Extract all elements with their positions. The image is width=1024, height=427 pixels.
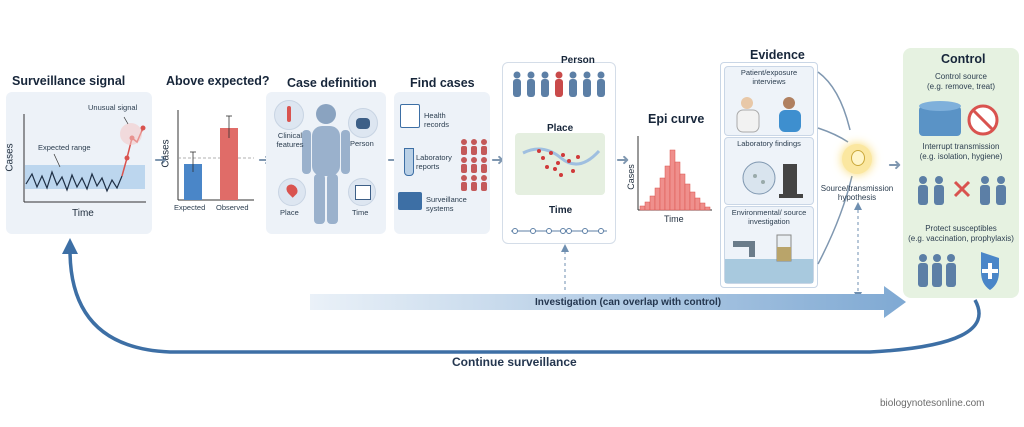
- people-row-icon: [511, 71, 607, 234]
- people-icon: [348, 108, 378, 138]
- investigation-label: Investigation (can overlap with control): [535, 297, 722, 308]
- surveillance-title: Surveillance signal: [12, 74, 126, 88]
- control-source-sub: (e.g. remove, treat): [926, 82, 996, 91]
- expected-label: Expected: [174, 203, 206, 212]
- above-expected-panel: Cases Expected Observed: [161, 92, 258, 222]
- interview-people-icon: [736, 97, 801, 133]
- lab-card: Laboratory findings: [724, 137, 814, 205]
- arrow-right-icon: ➜: [888, 157, 902, 174]
- arrow-right-icon: ➜: [616, 152, 630, 169]
- interviews-label: Patient/exposure interviews: [740, 68, 798, 86]
- people-cluster-icon: [461, 139, 487, 191]
- control-title: Control: [941, 52, 986, 66]
- lightbulb-icon: [842, 144, 872, 174]
- interrupt-sub: (e.g. isolation, hygiene): [919, 152, 1003, 161]
- person-label: Person: [350, 139, 374, 148]
- case-definition-title: Case definition: [287, 76, 377, 90]
- continue-surveillance-label: Continue surveillance: [452, 355, 577, 369]
- epi-curve-chart: [637, 136, 712, 211]
- observed-label: Observed: [216, 203, 249, 212]
- bar-chart: [177, 110, 254, 201]
- lab-reports-label: Laboratory reports: [416, 153, 452, 171]
- surveillance-xlabel: Time: [72, 208, 94, 219]
- place-title: Place: [547, 123, 574, 134]
- protect-label: Protect susceptibles: [925, 224, 997, 233]
- health-records-icon: [400, 104, 420, 128]
- control-icons: [918, 101, 1006, 290]
- time-title: Time: [549, 205, 573, 216]
- evidence-arrows: [817, 71, 853, 265]
- hypothesis-label: Source/transmission hypothesis: [820, 184, 894, 203]
- petri-dish-icon: [742, 161, 803, 198]
- arrow-right-icon: ➜: [491, 152, 505, 169]
- env-card: Environmental/ source investigation: [724, 206, 814, 284]
- watermark: biologynotesonline.com: [880, 398, 985, 409]
- above-expected-title: Above expected?: [166, 74, 270, 88]
- epi-curve-panel: Cases Time: [626, 132, 714, 228]
- clinical-label: Clinical features: [276, 131, 304, 149]
- interviews-card: Patient/exposure interviews: [724, 66, 814, 136]
- arrow-right-icon: ➜: [154, 152, 168, 169]
- expected-range-label: Expected range: [38, 143, 91, 152]
- interrupt-label: Interrupt transmission: [922, 142, 1000, 151]
- epi-xlabel: Time: [664, 214, 684, 224]
- investigation-arrow: [310, 286, 906, 318]
- expected-bar: [184, 164, 202, 200]
- calendar-icon: [348, 178, 376, 206]
- surveillance-systems-label: Surveillance systems: [426, 195, 467, 213]
- water-sample-icon: [725, 234, 813, 283]
- find-cases-title: Find cases: [410, 76, 475, 90]
- protect-sub: (e.g. vaccination, prophylaxis): [908, 234, 1014, 243]
- lab-findings-label: Laboratory findings: [737, 139, 801, 148]
- control-source-label: Control source: [934, 72, 988, 81]
- surveillance-panel: Unusual signal Expected range Cases Time: [5, 92, 152, 234]
- surveillance-chart: [23, 114, 146, 203]
- human-body-icon: [302, 104, 350, 224]
- person-title: Person: [561, 55, 595, 66]
- observed-bar: [220, 128, 238, 200]
- evidence-panel: Patient/exposure interviews Laboratory f…: [720, 62, 818, 288]
- evidence-title: Evidence: [750, 48, 805, 62]
- health-records-label: Health records: [424, 111, 450, 129]
- time-label: Time: [352, 208, 369, 217]
- case-definition-panel: Clinical features Person Place Time: [266, 92, 386, 234]
- ppt-panel: Person Place Time: [502, 55, 616, 244]
- epi-curve-title: Epi curve: [648, 112, 705, 126]
- control-panel: Control Control source (e.g. remove, tre…: [903, 48, 1019, 298]
- monitor-icon: [398, 192, 422, 210]
- location-pin-icon: [278, 178, 306, 206]
- unusual-signal-label: Unusual signal: [88, 103, 138, 112]
- thermometer-icon: [274, 100, 304, 130]
- test-tube-icon: [404, 148, 414, 176]
- place-label: Place: [280, 208, 299, 217]
- env-investigation-label: Environmental/ source investigation: [731, 208, 807, 226]
- find-cases-panel: Health records Laboratory reports Survei…: [394, 92, 490, 234]
